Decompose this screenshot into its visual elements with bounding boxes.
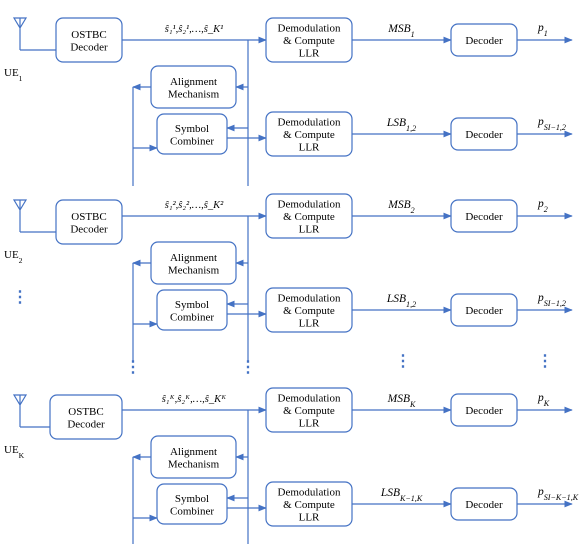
alignment-mechanism-block-label: Alignment: [170, 252, 217, 264]
decoder-block-label: Decoder: [465, 211, 503, 223]
output-ellipsis: ⋮: [537, 353, 553, 370]
demodulation-llr-block-label: & Compute: [283, 129, 335, 141]
decoder-block: [450, 393, 518, 427]
ue-label: UEK: [4, 444, 25, 460]
decoder-block: [450, 293, 518, 327]
ostbc-decoder-block-label: Decoder: [67, 418, 105, 430]
lsb-label: LSBK−1,K: [380, 487, 423, 503]
alignment-mechanism-block-label: Mechanism: [168, 264, 220, 276]
ostbc-decoder-block: [55, 199, 123, 245]
output-probability-label: pK: [537, 392, 550, 408]
decoder-block: [450, 487, 518, 521]
estimated-symbols-label: ŝ₁²,ŝ₂²,…,ŝ_K²: [165, 200, 224, 211]
output-probability-label: pSI−K−1,K: [537, 486, 579, 502]
ostbc-decoder-block-label: Decoder: [70, 41, 108, 53]
decoder-block: [450, 117, 518, 151]
output-probability-label: p2: [537, 198, 548, 214]
symbol-combiner-block-label: Combiner: [170, 135, 214, 147]
demodulation-llr-block-label: Demodulation: [278, 487, 341, 499]
demodulation-llr-block-label: Demodulation: [278, 293, 341, 305]
demod-ellipsis: ⋮: [395, 353, 411, 370]
demodulation-llr-block-label: LLR: [299, 418, 320, 430]
antenna-icon: [12, 199, 28, 224]
alignment-mechanism-block: [150, 65, 237, 109]
demodulation-llr-block: [265, 193, 353, 239]
symbol-combiner-block-label: Combiner: [170, 505, 214, 517]
demodulation-llr-block: [265, 287, 353, 333]
ostbc-decoder-block-label: OSTBC: [71, 29, 106, 41]
alignment-mechanism-block-label: Alignment: [170, 446, 217, 458]
ostbc-decoder-block-label: Decoder: [70, 223, 108, 235]
demodulation-llr-block-label: Demodulation: [278, 117, 341, 129]
demodulation-llr-block-label: & Compute: [283, 405, 335, 417]
demodulation-llr-block-label: & Compute: [283, 211, 335, 223]
ue-ellipsis: ⋮: [12, 289, 28, 306]
demodulation-llr-block-label: LLR: [299, 224, 320, 236]
output-probability-label: pSI−1,2: [537, 292, 566, 308]
symbol-combiner-block: [156, 113, 228, 155]
msb-label: MSB2: [387, 199, 414, 215]
ue-label: UE2: [4, 249, 23, 265]
alignment-mechanism-block: [150, 241, 237, 285]
connection-lines: [12, 17, 573, 544]
demodulation-llr-block: [265, 387, 353, 433]
alignment-mechanism-block: [150, 435, 237, 479]
ostbc-decoder-block: [55, 17, 123, 63]
demodulation-llr-block-label: LLR: [299, 48, 320, 60]
demodulation-llr-block-label: LLR: [299, 142, 320, 154]
symbol-combiner-block-label: Combiner: [170, 311, 214, 323]
estimated-symbols-label: ŝ₁ᴷ,ŝ₂ᴷ,…,ŝ_Kᴷ: [162, 394, 227, 405]
demodulation-llr-block-label: LLR: [299, 318, 320, 330]
decoder-block-label: Decoder: [465, 305, 503, 317]
decoder-block-label: Decoder: [465, 35, 503, 47]
decoder-block: [450, 199, 518, 233]
lsb-label: LSB1,2: [386, 117, 416, 133]
ue-label: UE1: [4, 67, 23, 83]
demodulation-llr-block-label: & Compute: [283, 35, 335, 47]
symbol-combiner-block-label: Symbol: [175, 299, 209, 311]
demodulation-llr-block: [265, 111, 353, 157]
antenna-icon: [12, 17, 28, 42]
decoder-block: [450, 23, 518, 57]
demodulation-llr-block-label: Demodulation: [278, 199, 341, 211]
demodulation-llr-block-label: & Compute: [283, 305, 335, 317]
msb-label: MSBK: [387, 393, 416, 409]
decoder-block-label: Decoder: [465, 405, 503, 417]
alignment-mechanism-block-label: Mechanism: [168, 88, 220, 100]
ostbc-decoder-block-label: OSTBC: [68, 406, 103, 418]
demodulation-llr-block-label: Demodulation: [278, 393, 341, 405]
estimated-symbols-label: ŝ₁¹,ŝ₂¹,…,ŝ_K¹: [165, 24, 223, 35]
demodulation-llr-block-label: & Compute: [283, 499, 335, 511]
ostbc-decoder-block-label: OSTBC: [71, 211, 106, 223]
symbol-combiner-block-label: Symbol: [175, 493, 209, 505]
symbol-combiner-block: [156, 483, 228, 525]
output-probability-label: pSI−1,2: [537, 116, 566, 132]
demodulation-llr-block-label: Demodulation: [278, 23, 341, 35]
msb-label: MSB1: [387, 23, 414, 39]
ostbc-decoder-block: [49, 394, 123, 440]
blocks: [49, 17, 518, 527]
feedback-ellipsis: ⋮: [125, 359, 141, 376]
symbol-combiner-block-label: Symbol: [175, 123, 209, 135]
decoder-block-label: Decoder: [465, 499, 503, 511]
bus-ellipsis: ⋮: [240, 359, 256, 376]
demodulation-llr-block: [265, 17, 353, 63]
lsb-label: LSB1,2: [386, 293, 416, 309]
demodulation-llr-block: [265, 481, 353, 527]
demodulation-llr-block-label: LLR: [299, 512, 320, 524]
symbol-combiner-block: [156, 289, 228, 331]
alignment-mechanism-block-label: Alignment: [170, 76, 217, 88]
alignment-mechanism-block-label: Mechanism: [168, 458, 220, 470]
output-probability-label: p1: [537, 22, 548, 38]
antenna-icon: [12, 394, 28, 419]
decoder-block-label: Decoder: [465, 129, 503, 141]
